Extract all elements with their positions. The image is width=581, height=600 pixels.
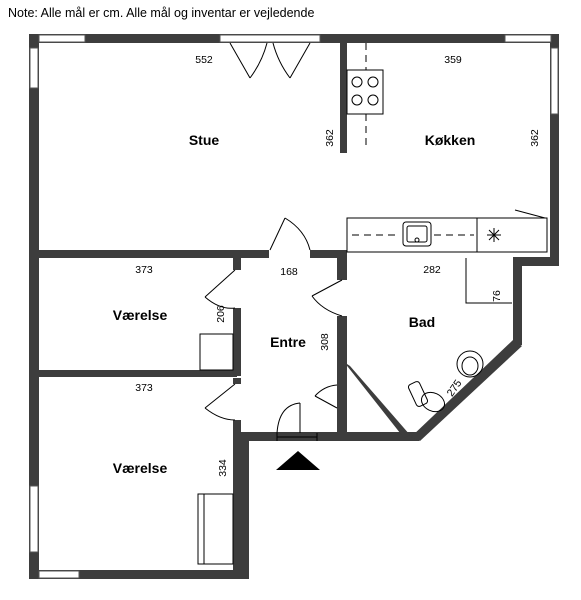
dim-bad-shower: 76 [491, 290, 503, 302]
door-stue [269, 217, 311, 251]
window-left-upper [29, 47, 39, 89]
room-label-stue: Stue [189, 132, 220, 148]
window-top-left [38, 34, 86, 43]
door-closet [314, 384, 338, 409]
fridge-symbol [487, 228, 501, 242]
dim-bad-width: 282 [423, 264, 441, 276]
room-label-vaerelse-2: Værelse [113, 460, 168, 476]
dim-vaerelse-2-width: 373 [135, 382, 153, 394]
interior-walls [29, 43, 410, 570]
room-label-kokken: Køkken [425, 132, 476, 148]
toilet-bowl [420, 391, 446, 413]
dim-vaerelse-1-depth: 206 [215, 305, 227, 323]
door-vaerelse-1 [204, 269, 236, 309]
wardrobe-vaerelse-1 [199, 333, 234, 371]
bathroom-fixtures [407, 258, 512, 413]
dim-entre-width: 168 [280, 266, 298, 278]
room-label-vaerelse-1: Værelse [113, 307, 168, 323]
window-left-lower [29, 485, 39, 553]
window-right-upper [550, 47, 559, 115]
washbasin [456, 350, 484, 378]
entrance-arrow [276, 451, 320, 470]
dim-stue-width: 552 [195, 54, 213, 66]
sink [402, 221, 432, 247]
outer-walls [29, 34, 559, 579]
door-bad [311, 279, 343, 317]
balcony-door [229, 42, 311, 79]
shower [465, 258, 512, 304]
dim-vaerelse-2-depth: 334 [217, 459, 229, 477]
dim-kokken-width: 359 [444, 54, 462, 66]
door-vaerelse-2 [204, 383, 236, 421]
window-bottom-left [38, 570, 80, 579]
plan-note: Note: Alle mål er cm. Alle mål og invent… [8, 6, 315, 20]
windows [29, 34, 559, 579]
dim-vaerelse-1-width: 373 [135, 264, 153, 276]
wardrobes [197, 333, 234, 565]
counter [346, 217, 548, 253]
window-top-center [219, 34, 321, 43]
stove [346, 69, 384, 115]
room-label-bad: Bad [409, 314, 435, 330]
doors [204, 42, 343, 441]
kitchen-fixtures [346, 43, 548, 253]
dim-entre-depth: 308 [319, 333, 331, 351]
dim-stue-depth: 362 [324, 129, 336, 147]
dim-kokken-depth: 362 [529, 129, 541, 147]
wardrobe-vaerelse-2 [197, 493, 234, 565]
door-entrance [276, 402, 318, 441]
window-top-right [504, 34, 552, 43]
room-label-entre: Entre [270, 334, 306, 350]
